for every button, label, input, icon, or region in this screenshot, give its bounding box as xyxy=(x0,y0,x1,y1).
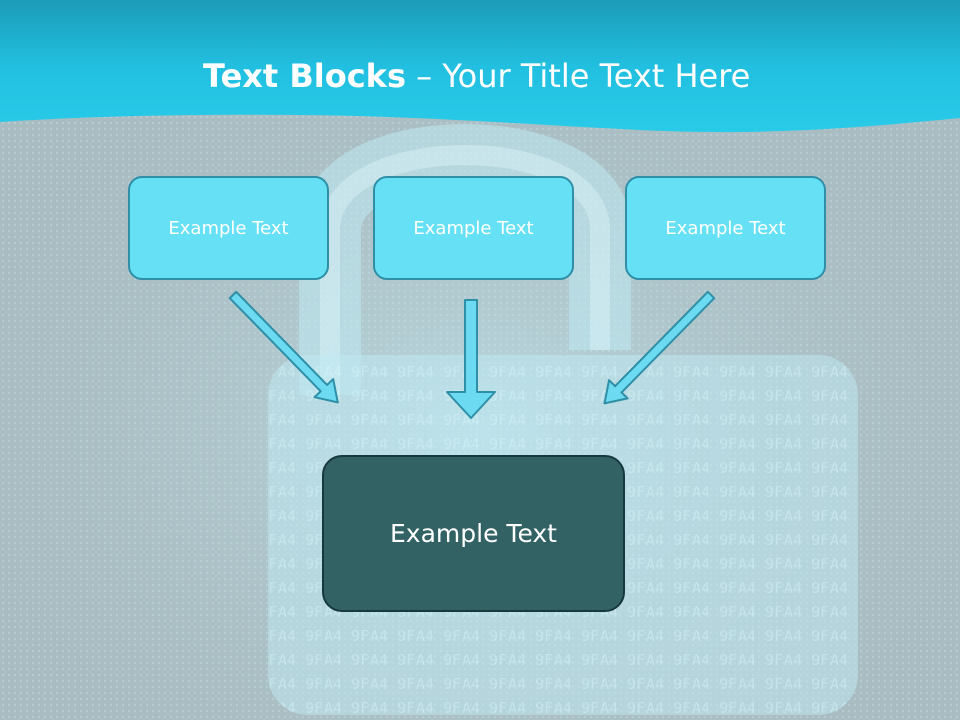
text-block-top-right[interactable]: Example Text xyxy=(625,176,826,280)
title-separator: – xyxy=(406,57,443,95)
text-block-label: Example Text xyxy=(168,217,289,239)
text-block-label: Example Text xyxy=(665,217,786,239)
title-regular-part: Your Title Text Here xyxy=(442,57,751,95)
text-block-top-center[interactable]: Example Text xyxy=(373,176,574,280)
text-block-bottom[interactable]: Example Text xyxy=(322,455,625,612)
page-title: Text Blocks – Your Title Text Here xyxy=(203,56,903,96)
title-bold-part: Text Blocks xyxy=(203,57,406,95)
text-block-top-left[interactable]: Example Text xyxy=(128,176,329,280)
text-block-label: Example Text xyxy=(413,217,534,239)
text-block-label: Example Text xyxy=(390,519,557,548)
